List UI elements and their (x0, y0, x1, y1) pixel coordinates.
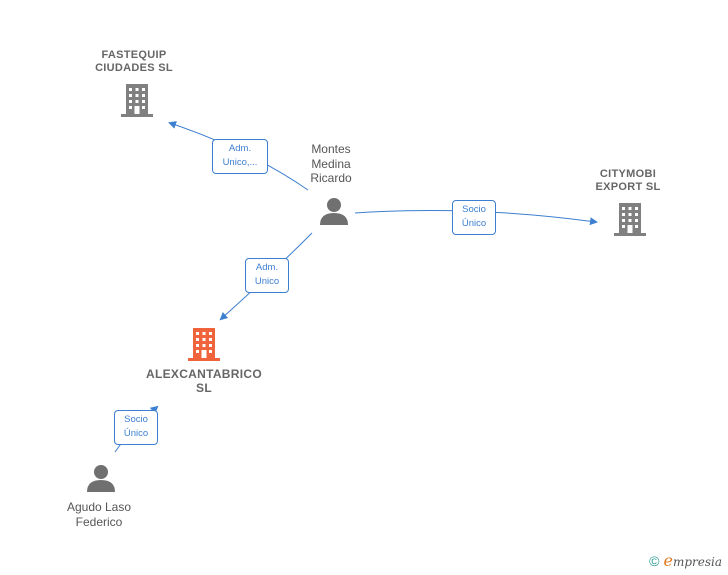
edge-label-montes-alex: Adm. Unico (245, 258, 289, 293)
edge-label-agudo-alex: Socio Único (114, 410, 158, 445)
building-icon-highlight[interactable] (188, 328, 220, 361)
person-icon[interactable] (87, 465, 115, 492)
company-label-citymobi[interactable]: CITYMOBI EXPORT SL (595, 168, 661, 193)
person-label-agudo[interactable]: Agudo Laso Federico (66, 500, 132, 529)
person-label-montes[interactable]: Montes Medina Ricardo (310, 142, 352, 185)
edge-label-montes-fastequip: Adm. Unico,... (212, 139, 268, 174)
building-icon[interactable] (614, 203, 646, 236)
brand-e: e (663, 551, 673, 570)
brand-wordmark: empresia (663, 551, 722, 570)
brand-rest: mpresia (672, 555, 722, 569)
copyright-icon: © (649, 552, 660, 569)
edge-label-montes-citymobi: Socio Único (452, 200, 496, 235)
company-label-fastequip[interactable]: FASTEQUIP CIUDADES SL (95, 49, 173, 74)
building-icon[interactable] (121, 84, 153, 117)
brand-logo[interactable]: © empresia (649, 551, 722, 570)
company-label-alexcantabrico[interactable]: ALEXCANTABRICO SL (146, 367, 262, 395)
person-icon[interactable] (320, 198, 348, 225)
